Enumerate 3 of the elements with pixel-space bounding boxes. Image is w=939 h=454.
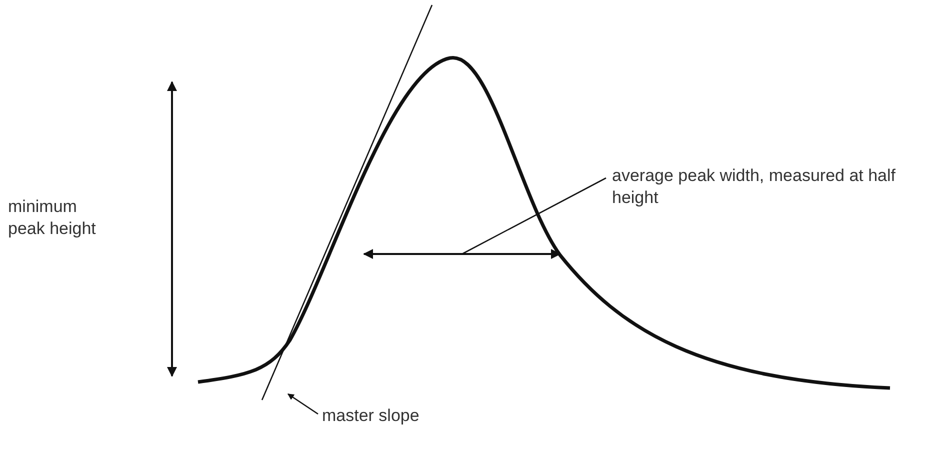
callout-text: master slope [322,405,462,427]
dimension-label: minimum peak height [8,196,97,240]
callout-text: average peak width, measured at half height [612,165,932,209]
